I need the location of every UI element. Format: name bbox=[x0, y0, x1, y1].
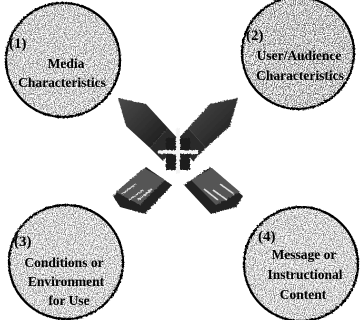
factor-1-number: (1) bbox=[9, 36, 27, 52]
factor-circle-3 bbox=[7, 203, 125, 320]
factor-2-line-2: Characteristics bbox=[256, 68, 344, 83]
arrow-from-factor-4 bbox=[184, 167, 243, 214]
factor-3-line-2: Environment bbox=[28, 274, 105, 289]
factor-2-line-1: User/Audience bbox=[257, 48, 342, 63]
factor-4-line-1: Message or bbox=[272, 247, 337, 262]
factor-circle-1 bbox=[4, 1, 122, 119]
factor-circle-2 bbox=[240, 0, 356, 111]
factor-1-line-1: Media bbox=[48, 56, 85, 71]
factor-1-line-2: Characteristics bbox=[18, 75, 106, 90]
factor-label-4: (4) Message or Instructional Content bbox=[258, 229, 343, 302]
factor-2-number: (2) bbox=[246, 28, 264, 44]
arrow-from-factor-3 bbox=[113, 167, 172, 214]
arrow-from-factor-1 bbox=[118, 98, 180, 161]
arrow-from-factor-2 bbox=[176, 98, 238, 161]
factor-label-3: (3) Conditions or Environment for Use bbox=[14, 234, 105, 308]
factor-4-number: (4) bbox=[258, 229, 276, 245]
converging-arrows bbox=[113, 98, 243, 214]
factor-label-1: (1) Media Characteristics bbox=[9, 36, 106, 90]
factor-4-line-3: Content bbox=[280, 287, 327, 302]
factor-4-line-2: Instructional bbox=[267, 267, 342, 282]
factor-3-line-3: for Use bbox=[48, 293, 89, 308]
factor-3-number: (3) bbox=[14, 234, 32, 250]
factor-3-line-1: Conditions or bbox=[24, 255, 103, 270]
factor-label-2: (2) User/Audience Characteristics bbox=[246, 28, 344, 83]
factor-circle-4 bbox=[242, 205, 360, 320]
